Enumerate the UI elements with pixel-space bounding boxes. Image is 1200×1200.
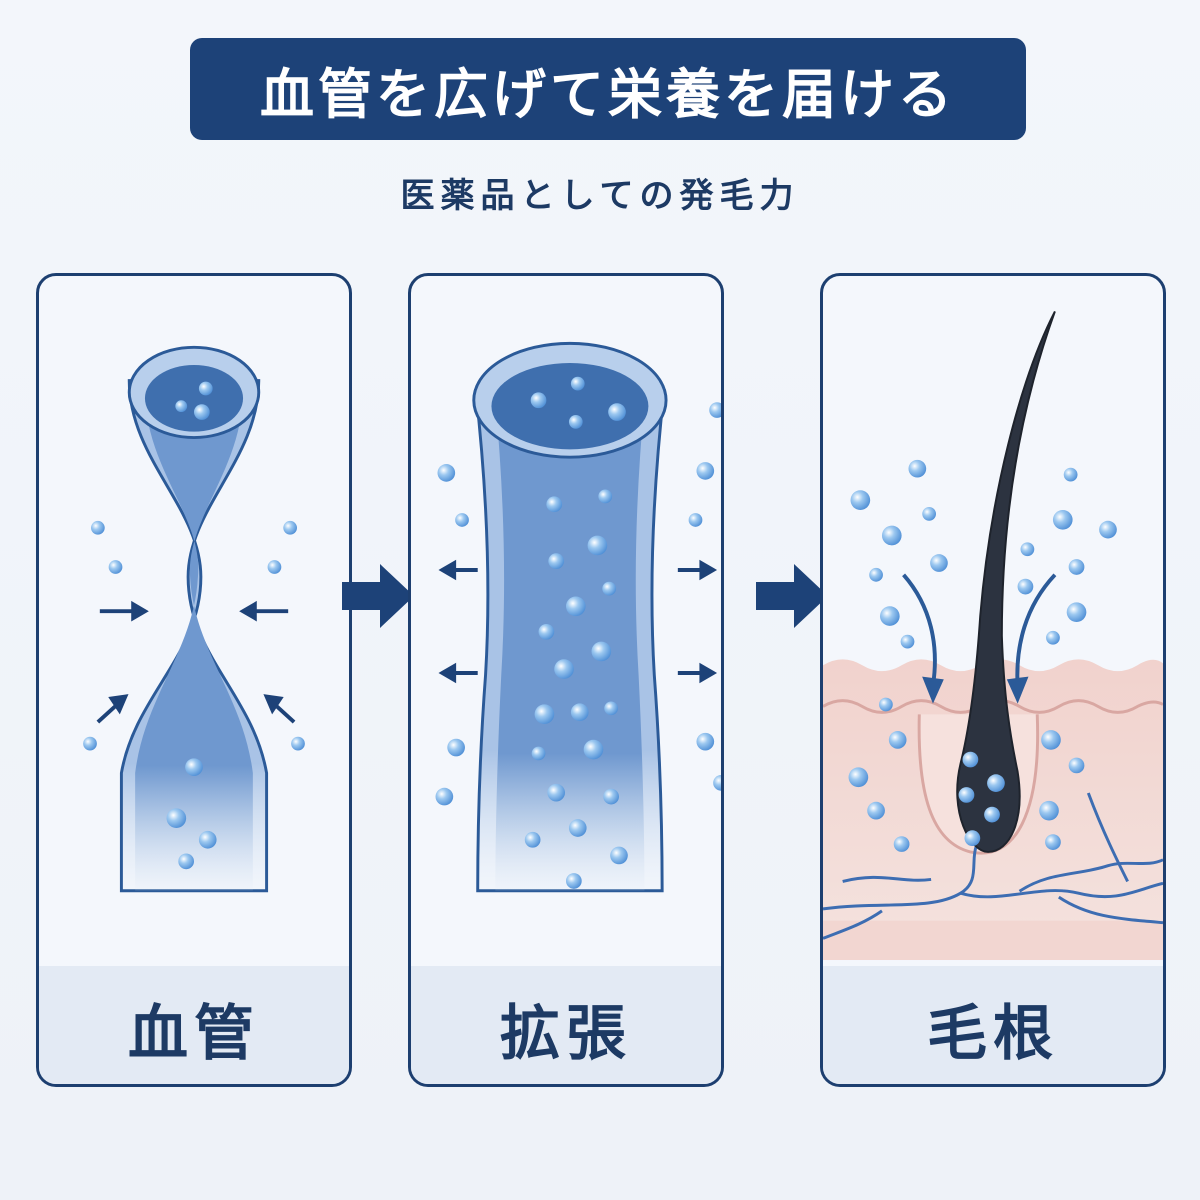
title-banner: 血管を広げて栄養を届ける [190,38,1026,140]
step-arrow-2 [756,564,828,628]
vessel-lumen [495,400,645,891]
step-arrow-1 [342,564,414,628]
panel-dilation: 拡張 [408,273,724,1087]
panel-label-vessel: 血管 [39,966,349,1084]
nutrient-bubbles [435,376,721,889]
expansion-arrows [438,559,718,684]
nutrient-bubbles [83,381,305,870]
compression-arrows [96,600,296,724]
panel-label-hair-root: 毛根 [823,966,1163,1084]
flow-arrows [902,573,1057,704]
hair-shaft [956,311,1056,853]
dilated-vessel-icon [435,341,721,893]
vessel-lumen [135,390,253,891]
constricted-vessel-icon [83,345,305,893]
page-title: 血管を広げて栄養を届ける [260,62,956,126]
capillaries [823,792,1163,940]
panel-vessel: 血管 [36,273,352,1087]
panel-hair-root: 毛根 [820,273,1166,1087]
panel-label-dilation: 拡張 [411,966,721,1084]
hair-root-icon [823,311,1163,961]
page-subtitle: 医薬品としての発毛力 [400,176,800,216]
nutrient-bubbles [848,459,1117,852]
